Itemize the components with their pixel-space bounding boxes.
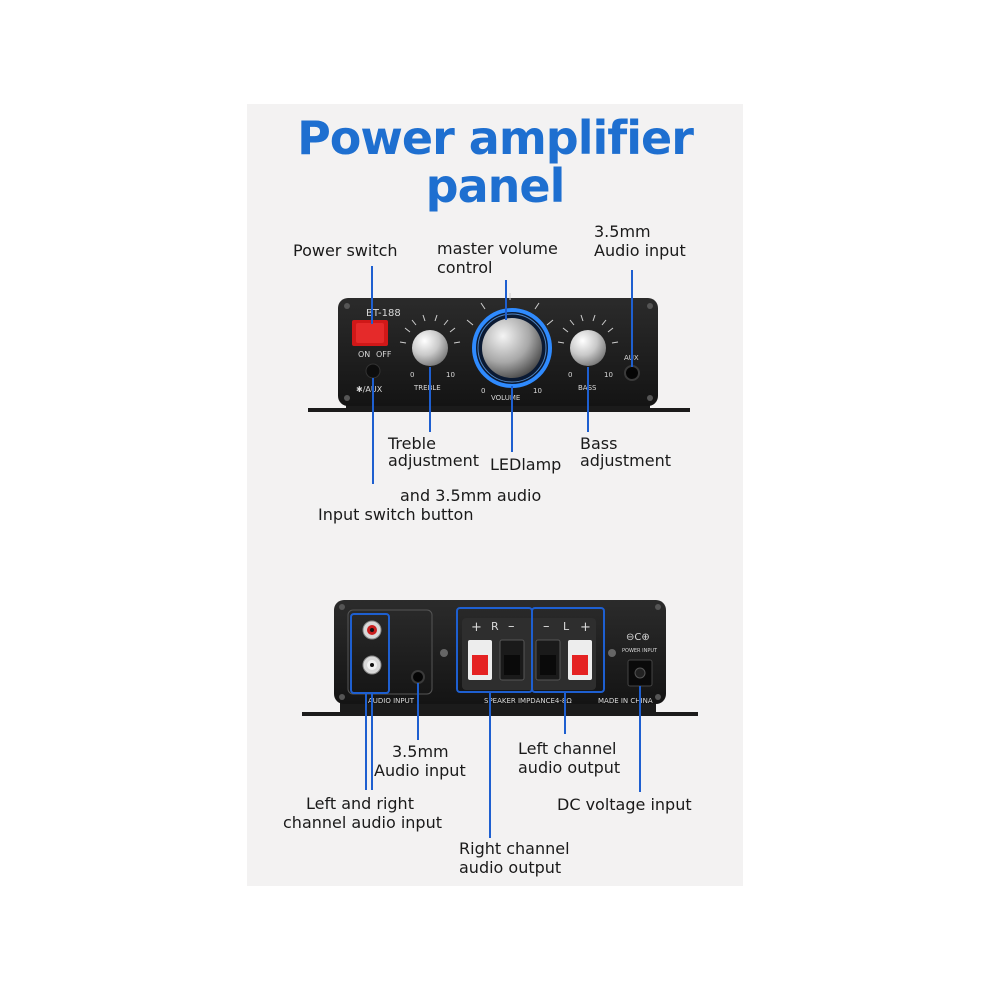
screw-icon xyxy=(339,604,345,610)
screw-icon xyxy=(344,303,350,309)
right-out-label-1: Right channel xyxy=(459,839,570,858)
diagram-card xyxy=(247,104,743,886)
volume-knob[interactable] xyxy=(482,318,542,378)
screw-icon xyxy=(655,604,661,610)
speaker-r-label: R xyxy=(491,620,499,633)
treble-label: TREBLE xyxy=(413,384,441,392)
left-channel-highlight-box xyxy=(531,607,605,693)
input-section-frame xyxy=(347,609,433,695)
volume-label: VOLUME xyxy=(491,394,520,402)
master-volume-label-1: master volume xyxy=(437,239,558,258)
power-input-label: POWER INPUT xyxy=(622,648,658,654)
speaker-l-label: L xyxy=(563,620,570,633)
aux-in-label-1: 3.5mm xyxy=(594,222,651,241)
switch-on-label: ON xyxy=(358,350,370,359)
treble-min: 0 xyxy=(410,371,414,379)
right-out-label-2: audio output xyxy=(459,858,562,877)
audio-input-label: AUDIO INPUT xyxy=(368,697,415,705)
rca-highlight-box xyxy=(350,613,390,694)
speaker-impedance-label: SPEAKER IMPDANCE4-8Ω xyxy=(484,697,572,705)
plus-icon: + xyxy=(471,620,482,635)
volume-max: 10 xyxy=(533,387,542,395)
left-out-label-1: Left channel xyxy=(518,739,617,758)
lr-in-label-2: channel audio input xyxy=(283,813,442,832)
treble-max: 10 xyxy=(446,371,455,379)
front-panel: BT-188 ON OFF ✱/AUX 0 10 TREBLE 0 10 VOL… xyxy=(308,293,690,412)
screw-icon xyxy=(339,694,345,700)
rear-aux-label-1: 3.5mm xyxy=(392,742,449,761)
minus-icon: – xyxy=(508,619,515,634)
rear-aux-label-2: Audio input xyxy=(374,761,466,780)
screw-icon xyxy=(440,649,448,657)
plus-icon: + xyxy=(580,620,591,635)
power-switch-label: Power switch xyxy=(293,241,398,260)
screw-icon xyxy=(608,649,616,657)
model-label: BT-188 xyxy=(366,308,401,319)
rear-aux-jack[interactable] xyxy=(411,670,425,684)
left-out-label-2: audio output xyxy=(518,758,621,777)
dc-in-label: DC voltage input xyxy=(557,795,692,814)
dc-polarity-icon: ⊖C⊕ xyxy=(626,632,650,643)
bass-label-2: adjustment xyxy=(580,451,671,470)
made-in-label: MADE IN CHINA xyxy=(598,697,653,705)
bass-min: 0 xyxy=(568,371,572,379)
bass-scale-ticks xyxy=(557,314,619,344)
treble-knob[interactable] xyxy=(412,330,448,366)
bass-max: 10 xyxy=(604,371,613,379)
rear-callouts xyxy=(350,607,641,838)
minus-icon: – xyxy=(543,619,550,634)
title-line-1: Power amplifier xyxy=(297,111,694,165)
rear-panel-flange xyxy=(302,702,698,716)
volume-min: 0 xyxy=(481,387,485,395)
aux-button[interactable] xyxy=(365,363,381,379)
screw-icon xyxy=(647,395,653,401)
speaker-terminal-block xyxy=(462,618,596,690)
input-switch-label-2: Input switch button xyxy=(318,505,474,524)
title-line-2: panel xyxy=(425,159,566,213)
screw-icon xyxy=(655,694,661,700)
led-label: LEDlamp xyxy=(490,455,562,474)
bass-knob[interactable] xyxy=(570,330,606,366)
bass-label-1: Bass xyxy=(580,434,618,453)
switch-off-label: OFF xyxy=(376,350,392,359)
input-switch-label-1: and 3.5mm audio xyxy=(400,486,542,505)
power-switch-rocker xyxy=(356,323,384,343)
treble-label-2: adjustment xyxy=(388,451,479,470)
treble-label-1: Treble xyxy=(388,434,436,453)
lr-in-label-1: Left and right xyxy=(306,794,414,813)
screw-icon xyxy=(344,395,350,401)
rear-panel: AUDIO INPUT + R – – L + SPEAKER IMPDANCE… xyxy=(302,600,698,716)
screw-icon xyxy=(647,303,653,309)
volume-scale-ticks xyxy=(466,293,554,326)
aux-button-label: ✱/AUX xyxy=(356,385,383,394)
aux-jack[interactable] xyxy=(624,365,640,381)
aux-in-label-2: Audio input xyxy=(594,241,686,260)
treble-scale-ticks xyxy=(399,314,461,344)
master-volume-label-2: control xyxy=(437,258,493,277)
front-callouts xyxy=(371,266,633,484)
